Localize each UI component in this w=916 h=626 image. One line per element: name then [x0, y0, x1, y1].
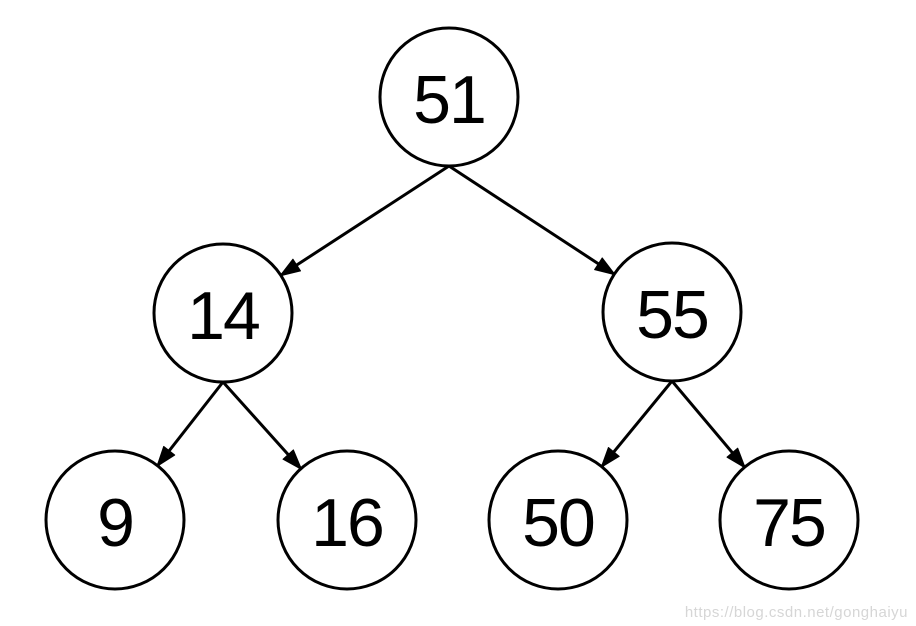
- tree-edge-14-16: [221, 380, 303, 470]
- tree-node-51: 51: [378, 26, 520, 168]
- node-value-55: 55: [636, 277, 708, 353]
- tree-edge-55-75: [670, 380, 746, 469]
- tree-edge-51-55: [448, 164, 616, 276]
- tree-node-55: 55: [601, 241, 743, 383]
- node-circle-55: [601, 241, 743, 383]
- tree-node-50: 50: [487, 449, 629, 591]
- tree-edge-14-9: [156, 381, 225, 467]
- node-value-50: 50: [522, 485, 594, 561]
- node-value-9: 9: [97, 485, 133, 561]
- node-value-75: 75: [753, 485, 825, 561]
- node-circle-14: [152, 242, 294, 384]
- tree-edge-51-14: [279, 164, 450, 277]
- node-circle-50: [487, 449, 629, 591]
- node-value-16: 16: [311, 485, 383, 561]
- tree-edge-55-50: [600, 380, 674, 468]
- tree-node-16: 16: [276, 449, 418, 591]
- node-circle-75: [718, 449, 860, 591]
- node-circle-9: [44, 449, 186, 591]
- node-value-51: 51: [413, 62, 485, 138]
- tree-node-14: 14: [152, 242, 294, 384]
- tree-node-75: 75: [718, 449, 860, 591]
- node-circle-16: [276, 449, 418, 591]
- node-circle-51: [378, 26, 520, 168]
- node-value-14: 14: [187, 278, 259, 354]
- tree-node-9: 9: [44, 449, 186, 591]
